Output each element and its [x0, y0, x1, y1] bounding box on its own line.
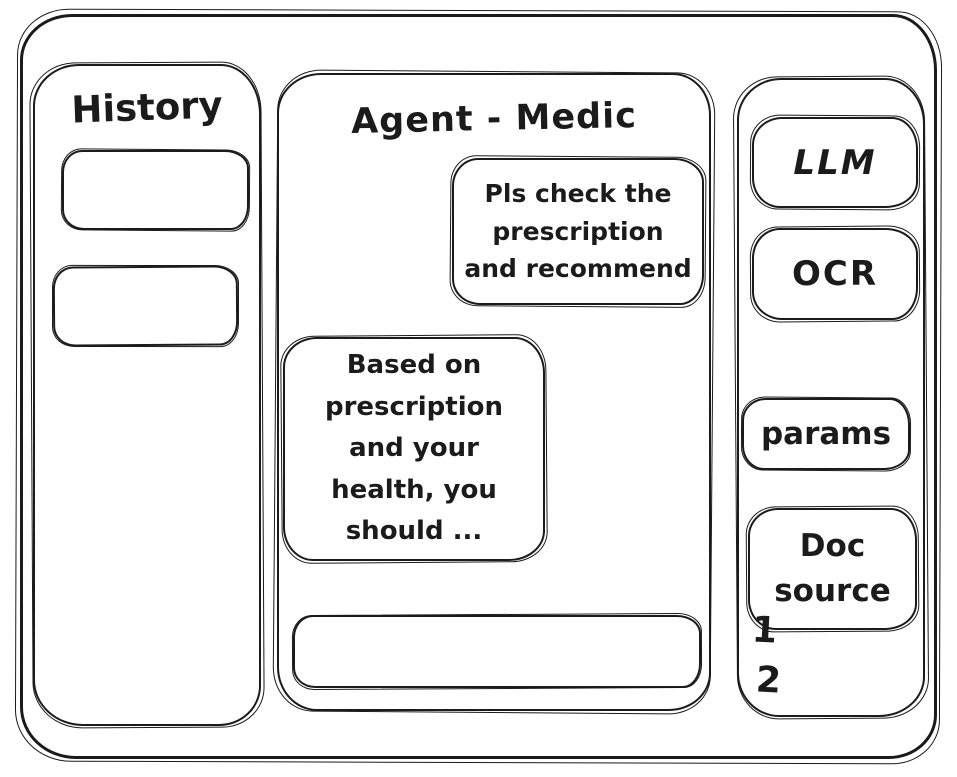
doc-source-button[interactable]: Doc source: [748, 508, 917, 630]
llm-button[interactable]: LLM: [752, 117, 918, 208]
message-input-container: [293, 615, 701, 688]
tools-panel: [737, 78, 925, 717]
step-label-2: 2: [754, 659, 783, 702]
history-item[interactable]: [62, 150, 249, 230]
user-message-bubble: Pls check the prescription and recommend: [452, 158, 704, 305]
message-input[interactable]: [295, 617, 699, 686]
chat-panel: [277, 73, 711, 711]
history-item[interactable]: [52, 265, 239, 347]
window-frame: [20, 14, 937, 759]
params-button[interactable]: params: [742, 398, 910, 470]
history-panel-title: History: [70, 83, 224, 132]
ocr-button[interactable]: OCR: [752, 228, 918, 320]
user-message-text: Pls check the prescription and recommend: [464, 179, 692, 284]
step-label-1: 1: [750, 609, 779, 652]
history-panel: [33, 64, 261, 726]
assistant-message-bubble: Based on prescription and your health, y…: [283, 337, 545, 561]
assistant-message-text: Based on prescription and your health, y…: [324, 350, 503, 547]
